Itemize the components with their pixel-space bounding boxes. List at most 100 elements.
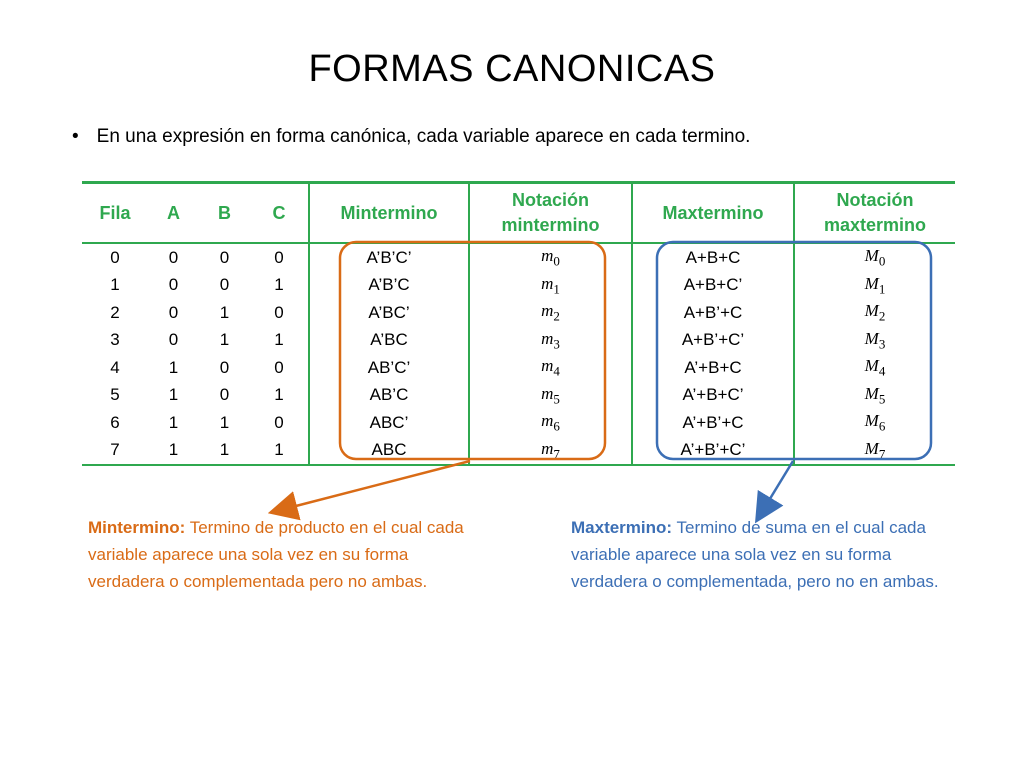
- maxtermino-index: 1: [878, 280, 886, 296]
- table-cell: 6: [82, 409, 148, 437]
- column-header: C: [250, 181, 309, 244]
- row-index: 2: [110, 302, 120, 322]
- table-cell: 1: [199, 436, 250, 466]
- row-index: 3: [110, 330, 120, 350]
- mintermino-expression: A’BC: [370, 330, 408, 350]
- column-header-text: Fila: [99, 202, 131, 223]
- table-cell: 1: [250, 327, 309, 355]
- mintermino-symbol: m: [541, 273, 554, 293]
- table-cell: 5: [82, 382, 148, 410]
- table-cell: A’B’C’: [308, 243, 469, 272]
- table-cell: 1: [148, 409, 199, 437]
- column-header-text: B: [218, 202, 231, 223]
- maxtermino-text: Termino de suma en el cual cada variable…: [571, 518, 939, 591]
- row-index: 4: [110, 357, 120, 377]
- value-a: 0: [168, 302, 179, 322]
- table-cell: 0: [199, 354, 250, 382]
- column-header-text: Notación: [511, 190, 589, 210]
- row-index: 5: [110, 385, 120, 405]
- table-cell: 0: [199, 272, 250, 300]
- value-b: 1: [219, 302, 230, 322]
- mintermino-expression: A’B’C: [368, 275, 410, 295]
- bullet-icon: •: [72, 126, 79, 147]
- table-cell: M6: [793, 409, 955, 437]
- table-cell: M2: [793, 299, 955, 327]
- maxtermino-index: 0: [878, 253, 886, 269]
- value-a: 1: [168, 440, 179, 460]
- column-header: Fila: [82, 181, 148, 244]
- table-cell: 1: [148, 382, 199, 410]
- value-a: 0: [168, 247, 179, 267]
- maxtermino-expression: A+B’+C: [683, 302, 743, 322]
- maxtermino-index: 6: [878, 418, 886, 434]
- value-c: 0: [274, 412, 284, 432]
- mintermino-index: 4: [553, 363, 560, 379]
- table-cell: 4: [82, 354, 148, 382]
- mintermino-expression: A’BC’: [368, 302, 410, 322]
- table-cell: 0: [148, 272, 199, 300]
- row-index: 6: [110, 412, 120, 432]
- maxtermino-expression: A+B+C’: [683, 275, 743, 295]
- mintermino-highlight-box: [338, 240, 607, 461]
- value-c: 0: [274, 302, 284, 322]
- table-cell: 1: [148, 354, 199, 382]
- table-cell: 2: [82, 299, 148, 327]
- maxtermino-expression: A’+B’+C’: [680, 440, 746, 460]
- mintermino-symbol: m: [541, 438, 554, 458]
- maxtermino-symbol: M: [864, 246, 879, 266]
- maxtermino-symbol: M: [864, 328, 879, 348]
- maxtermino-term: Maxtermino:: [571, 518, 673, 537]
- maxtermino-expression: A’+B’+C: [682, 412, 744, 432]
- mintermino-index: 3: [553, 335, 560, 351]
- value-a: 0: [168, 275, 179, 295]
- column-header: B: [199, 181, 250, 244]
- table-cell: M4: [793, 354, 955, 382]
- maxtermino-index: 5: [878, 390, 886, 406]
- maxtermino-expression: A+B’+C’: [681, 330, 745, 350]
- value-a: 0: [168, 330, 179, 350]
- value-c: 0: [274, 357, 284, 377]
- table-cell: 0: [148, 327, 199, 355]
- row-index: 7: [110, 440, 120, 460]
- value-b: 0: [219, 247, 230, 267]
- table-cell: M5: [793, 381, 955, 409]
- value-b: 1: [219, 330, 230, 350]
- mintermino-symbol: m: [541, 328, 554, 348]
- table-cell: M3: [793, 326, 955, 354]
- mintermino-expression: AB’C: [369, 385, 409, 405]
- maxtermino-index: 4: [878, 363, 886, 379]
- column-header: Mintermino: [308, 181, 469, 244]
- mintermino-text: Termino de producto en el cual cada vari…: [88, 518, 464, 591]
- maxtermino-expression: A’+B+C’: [682, 385, 744, 405]
- table-cell: A’BC’: [308, 299, 469, 327]
- maxtermino-index: 2: [878, 308, 886, 324]
- mintermino-symbol: m: [541, 301, 554, 321]
- value-c: 1: [274, 330, 284, 350]
- table-cell: 0: [250, 409, 309, 437]
- mintermino-symbol: m: [541, 246, 554, 266]
- mintermino-expression: ABC’: [369, 412, 409, 432]
- table-cell: 0: [250, 243, 309, 272]
- bullet-text: En una expresión en forma canónica, cada…: [96, 126, 751, 147]
- table-cell: 1: [199, 327, 250, 355]
- mintermino-index: 7: [553, 445, 560, 461]
- mintermino-symbol: m: [541, 383, 554, 403]
- mintermino-term: Mintermino:: [88, 518, 186, 537]
- table-cell: 1: [199, 299, 250, 327]
- value-c: 0: [274, 247, 284, 267]
- maxtermino-symbol: M: [864, 301, 879, 321]
- column-header-text: C: [272, 202, 286, 223]
- maxtermino-symbol: M: [864, 273, 879, 293]
- value-b: 0: [219, 385, 230, 405]
- column-header-text: A: [167, 202, 180, 223]
- table-cell: 0: [199, 243, 250, 272]
- value-b: 1: [219, 440, 230, 460]
- mintermino-index: 0: [553, 253, 560, 269]
- table-cell: 1: [250, 436, 309, 466]
- value-b: 0: [219, 275, 230, 295]
- column-header-text: Maxtermino: [662, 202, 764, 223]
